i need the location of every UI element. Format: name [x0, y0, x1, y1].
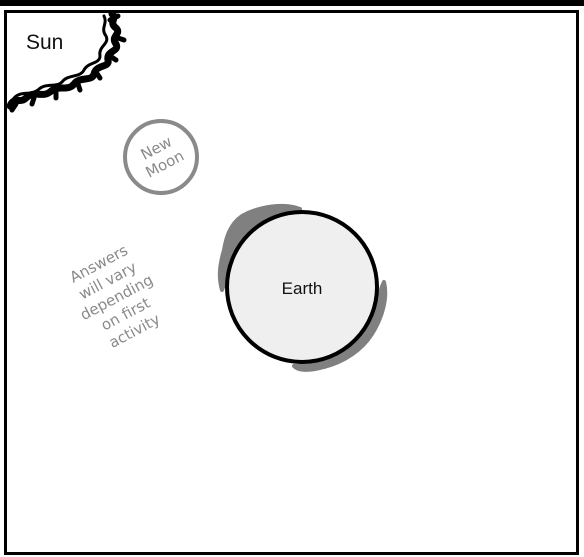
sun: Sun	[10, 14, 124, 110]
answer-note: Answers will vary depending on first act…	[59, 237, 174, 357]
earth-label: Earth	[282, 279, 323, 298]
top-border-bar	[0, 0, 584, 6]
earth: Earth	[220, 206, 385, 370]
sun-label: Sun	[26, 31, 63, 54]
new-moon: New Moon	[125, 121, 197, 193]
